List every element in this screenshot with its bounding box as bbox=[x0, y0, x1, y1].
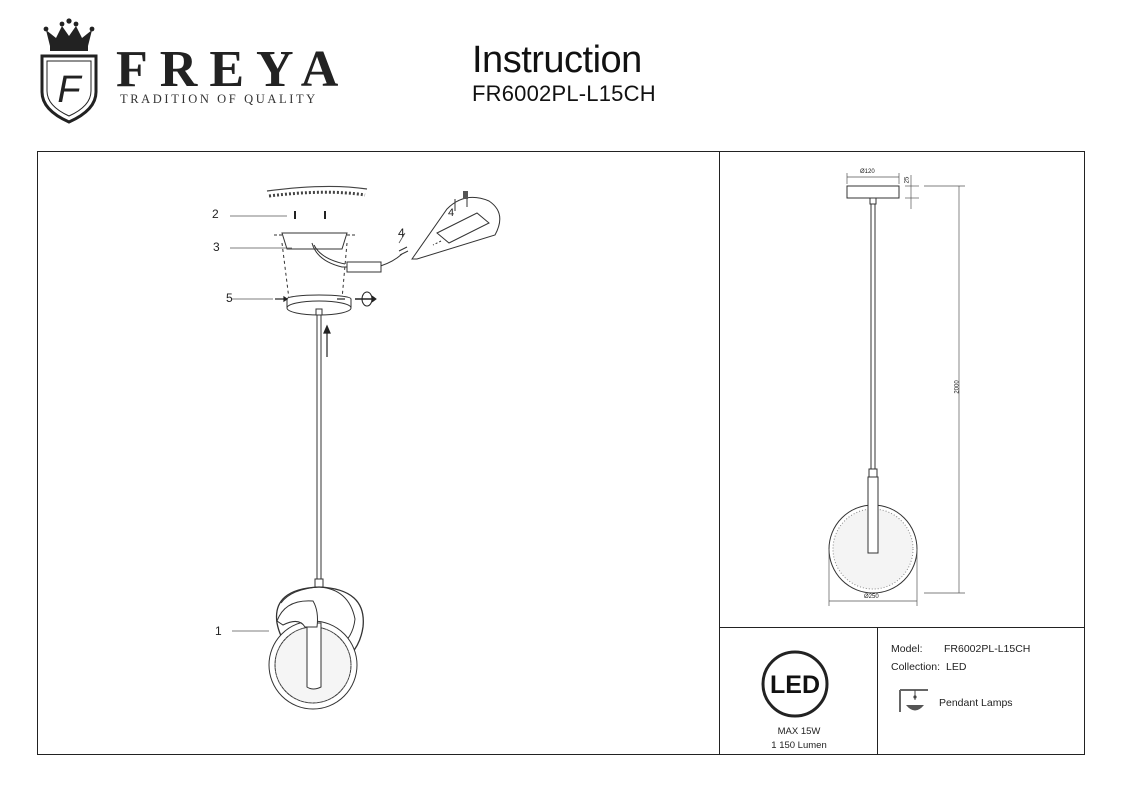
dim-height-lines bbox=[924, 185, 965, 594]
crown-icon bbox=[43, 18, 95, 51]
info-divider-vertical bbox=[877, 627, 878, 754]
max-power: MAX 15W bbox=[777, 726, 821, 737]
model-value: FR6002PL-L15CH bbox=[944, 643, 1031, 655]
brand-tagline: TRADITION OF QUALITY bbox=[120, 92, 318, 106]
drawing-frame bbox=[37, 151, 1085, 755]
dim-rod bbox=[868, 204, 878, 478]
lamp-rings bbox=[268, 586, 364, 710]
callout-4-detail: 4 bbox=[448, 207, 455, 219]
dim-shade bbox=[828, 476, 918, 594]
shield-icon bbox=[40, 54, 98, 124]
canopy-arrows bbox=[275, 295, 345, 303]
mounting-bracket bbox=[272, 232, 357, 300]
ceiling-surface bbox=[266, 185, 368, 198]
document-title: Instruction bbox=[472, 39, 642, 81]
dim-shade-diameter: Ø250 bbox=[864, 594, 879, 600]
led-badge: LED bbox=[761, 650, 829, 718]
assembly-drawing bbox=[230, 185, 501, 710]
led-label: LED bbox=[770, 671, 820, 699]
canopy bbox=[286, 294, 352, 316]
frame-divider-vertical bbox=[719, 152, 720, 754]
dim-total-height: 2000 bbox=[954, 380, 961, 394]
callout-3: 3 bbox=[213, 240, 220, 254]
suspension-rod bbox=[314, 315, 324, 588]
document-model-code: FR6002PL-L15CH bbox=[472, 81, 656, 106]
callout-1: 1 bbox=[215, 624, 222, 638]
dimension-drawing bbox=[828, 173, 965, 606]
arrow-up-icon bbox=[323, 324, 331, 357]
luminous-flux: 1 150 Lumen bbox=[771, 740, 827, 751]
dim-canopy-diameter: Ø120 bbox=[860, 169, 875, 175]
callout-leaders bbox=[230, 215, 406, 632]
collection-value: LED bbox=[946, 661, 967, 673]
freya-logo-emblem: F bbox=[40, 18, 98, 124]
frame-divider-horizontal bbox=[719, 627, 1085, 628]
dim-canopy-lines bbox=[846, 173, 919, 209]
callout-5: 5 bbox=[226, 291, 233, 305]
category-label: Pendant Lamps bbox=[939, 697, 1013, 709]
pendant-lamp-icon bbox=[899, 689, 928, 712]
wiring bbox=[311, 242, 409, 273]
dim-canopy-height: 25 bbox=[904, 176, 911, 184]
callout-4: 4 bbox=[398, 226, 405, 240]
model-label: Model: bbox=[891, 643, 923, 655]
collection-label: Collection: bbox=[891, 661, 941, 673]
dim-canopy bbox=[846, 185, 900, 199]
terminal-detail bbox=[411, 191, 501, 260]
brand-name: FREYA bbox=[116, 41, 351, 98]
callout-2: 2 bbox=[212, 207, 219, 221]
dim-width-lines bbox=[828, 549, 918, 606]
rotate-icon bbox=[355, 291, 377, 307]
logo-monogram: F bbox=[57, 69, 82, 111]
